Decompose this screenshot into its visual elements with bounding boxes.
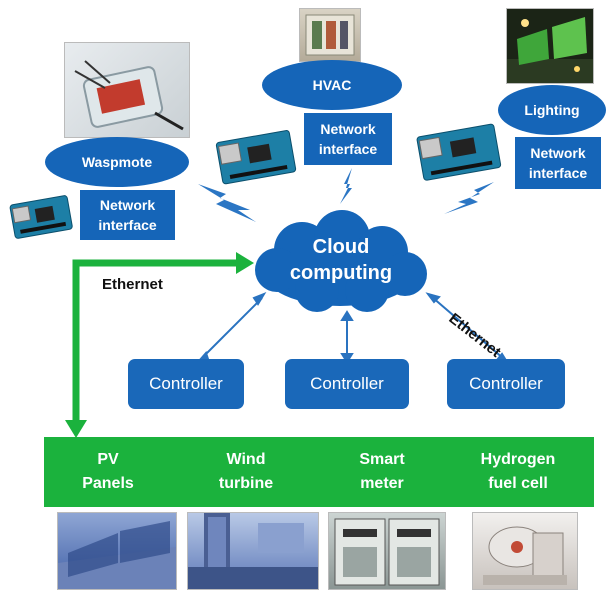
network-interface-label: Network interface xyxy=(98,197,157,233)
smart-meter-photo xyxy=(328,512,446,590)
wireless-bolt-icon xyxy=(198,184,256,222)
waspmote-network-interface: Network interface xyxy=(80,190,175,240)
hvac-network-interface: Network interface xyxy=(304,113,392,165)
wind-turbine-photo xyxy=(187,512,319,590)
wireless-bolt-icon xyxy=(444,182,494,214)
controller-box: Controller xyxy=(447,359,565,409)
hvac-node: HVAC xyxy=(262,60,402,110)
network-interface-label: Network interface xyxy=(528,145,588,181)
waspmote-node: Waspmote xyxy=(45,137,189,187)
wind-turbine-label: Wind turbine xyxy=(218,451,274,492)
lighting-photo xyxy=(506,8,594,84)
hvac-photo xyxy=(299,8,361,62)
network-interface-label: Network interface xyxy=(318,121,378,157)
cloud-shape xyxy=(255,210,427,312)
controller-label: Controller xyxy=(469,374,543,393)
hydrogen-fuel-cell-label: Hydrogen fuel cell xyxy=(480,451,556,492)
waspmote-label: Waspmote xyxy=(81,154,153,170)
arduino-board-right xyxy=(414,116,506,195)
pv-panels-label: PV Panels xyxy=(82,451,134,492)
wireless-bolt-icon xyxy=(340,168,352,204)
waspmote-photo xyxy=(64,42,190,138)
hvac-label: HVAC xyxy=(312,77,352,93)
controller-label: Controller xyxy=(310,374,384,393)
hydrogen-fuel-cell-photo xyxy=(472,512,578,590)
lighting-label: Lighting xyxy=(524,102,580,118)
ethernet-green-arrow xyxy=(72,259,237,420)
controller-label: Controller xyxy=(149,374,223,393)
cloud-label: Cloud computing xyxy=(289,236,393,284)
controller-box: Controller xyxy=(128,359,244,409)
energy-sources-bar: PV Panels Wind turbine Smart meter Hydro… xyxy=(44,437,594,507)
pv-panels-photo xyxy=(57,512,177,590)
arrowhead-icon xyxy=(65,420,87,438)
arduino-board-left xyxy=(6,186,76,251)
arrowhead-icon xyxy=(236,252,254,274)
ethernet-label-left: Ethernet xyxy=(102,276,163,293)
smart-meter-label: Smart meter xyxy=(359,451,405,492)
arduino-board-mid xyxy=(213,122,301,197)
lighting-network-interface: Network interface xyxy=(515,137,601,189)
controller-box: Controller xyxy=(285,359,409,409)
lighting-node: Lighting xyxy=(498,85,606,135)
